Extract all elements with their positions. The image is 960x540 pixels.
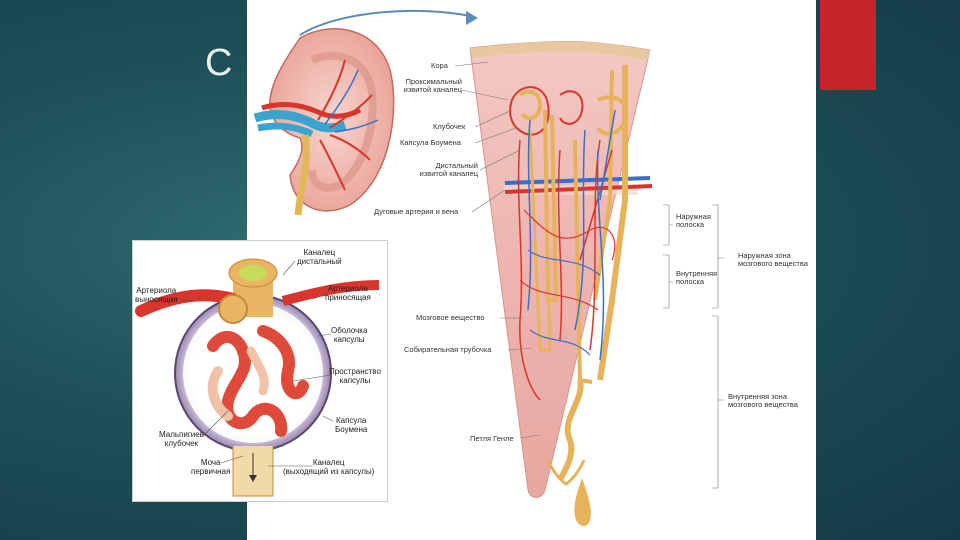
label-outer-strip: Наружная полоска (676, 213, 711, 229)
label-distal-tubule-line2: извитой каналец (400, 170, 478, 178)
inset-label-distal-tubule: Каналец дистальный (297, 249, 342, 266)
inset-label-afferent-line2: приносящая (325, 294, 371, 303)
inset-label-malpighian-line2: клубочек (159, 440, 204, 449)
inset-label-capsule-space: Пространство капсулы (329, 368, 381, 385)
label-bowman-capsule: Капсула Боумена (400, 139, 461, 147)
kidney-illustration (255, 11, 478, 215)
inset-label-primary-urine-line2: первичная (191, 468, 230, 477)
label-outer-strip-line2: полоска (676, 221, 711, 229)
inset-label-afferent: Артериола приносящая (325, 285, 371, 302)
inset-label-efferent: Артериола выносящая (135, 287, 178, 304)
nephron-wedge (470, 41, 652, 526)
label-inner-strip: Внутренняя полоска (676, 270, 717, 286)
inset-label-tubule-exit-line2: (выходящий из капсулы) (283, 468, 374, 477)
inset-label-capsule-shell: Оболочка капсулы (331, 327, 367, 344)
label-arcuate-vessels: Дуговые артерия и вена (374, 208, 458, 216)
inset-label-distal-tubule-line2: дистальный (297, 258, 342, 267)
inset-label-bowman: Капсула Боумена (335, 417, 367, 434)
inset-label-capsule-space-line2: капсулы (329, 377, 381, 386)
inset-label-bowman-line2: Боумена (335, 426, 367, 435)
inset-label-efferent-line2: выносящая (135, 296, 178, 305)
inset-label-primary-urine: Моча первичная (191, 459, 230, 476)
inset-label-capsule-shell-line2: капсулы (331, 336, 367, 345)
label-outer-medulla: Наружная зона мозгового вещества (738, 252, 808, 268)
label-collecting-duct: Собирательная трубочка (404, 346, 491, 354)
label-inner-strip-line2: полоска (676, 278, 717, 286)
label-proximal-tubule-line2: извитой каналец (392, 86, 462, 94)
label-proximal-tubule: Проксимальный извитой каналец (392, 78, 462, 94)
label-inner-medulla: Внутренняя зона мозгового вещества (728, 393, 798, 409)
label-inner-medulla-line2: мозгового вещества (728, 401, 798, 409)
inset-label-malpighian: Мальпигиев клубочек (159, 431, 204, 448)
inset-label-tubule-exit: Каналец (выходящий из капсулы) (283, 459, 374, 476)
glomerulus-inset: Каналец дистальный Артериола выносящая А… (132, 240, 388, 502)
label-cortex: Кора (431, 62, 448, 70)
label-distal-tubule: Дистальный извитой каналец (400, 162, 478, 178)
label-outer-medulla-line2: мозгового вещества (738, 260, 808, 268)
label-medulla: Мозговое вещество (416, 314, 485, 322)
label-loop-henle: Петля Генле (470, 435, 514, 443)
label-glomerulus: Клубочек (433, 123, 465, 131)
